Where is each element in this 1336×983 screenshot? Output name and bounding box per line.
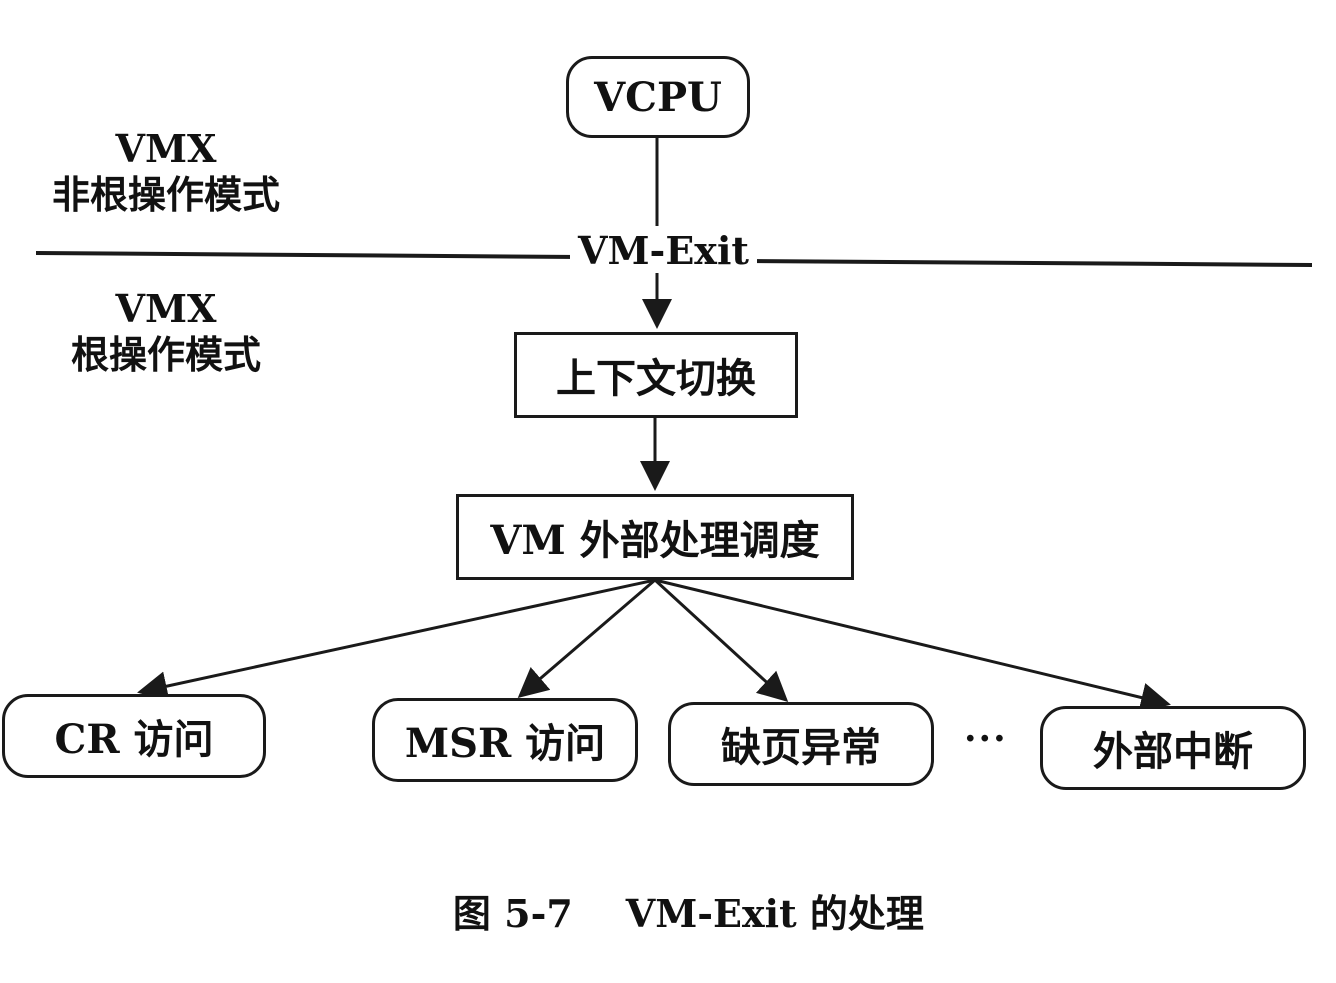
vm-exit-label: VM-Exit	[570, 228, 757, 273]
root-mode-line1: VMX	[115, 286, 217, 331]
msr-access-node-label: MSR 访问	[404, 720, 606, 767]
context-switch-node-label: 上下文切换	[556, 355, 756, 402]
dispatch-node-label: VM 外部处理调度	[490, 517, 820, 564]
mode-divider-left	[35, 251, 581, 259]
vcpu-node: VCPU	[566, 56, 750, 138]
non-root-mode-line1: VMX	[115, 126, 217, 171]
dispatch-node: VM 外部处理调度	[456, 494, 854, 580]
cr-access-node: CR 访问	[2, 694, 266, 778]
dispatch-to-interrupt-arrow	[654, 578, 1171, 713]
root-mode-label: VMX 根操作模式	[52, 286, 280, 378]
context-switch-node: 上下文切换	[514, 332, 798, 418]
dispatch-to-msr-arrow	[517, 578, 656, 698]
cr-access-node-label: CR 访问	[54, 716, 214, 763]
figure-title: VM-Exit 的处理	[625, 891, 924, 936]
diagram: VMX 非根操作模式 VMX 根操作模式 VCPU VM-Exit 上下文切换 …	[2, 56, 1313, 936]
msr-access-node: MSR 访问	[372, 698, 638, 782]
connector-layer	[35, 138, 1313, 713]
figure-number: 图 5-7	[452, 891, 573, 936]
ellipsis-marker: ···	[964, 718, 1008, 760]
page-fault-node: 缺页异常	[668, 702, 934, 786]
external-interrupt-node-label: 外部中断	[1093, 728, 1253, 775]
mode-divider-right	[747, 259, 1313, 267]
non-root-mode-label: VMX 非根操作模式	[36, 126, 296, 218]
vcpu-node-label: VCPU	[594, 73, 722, 121]
dispatch-to-pagefault-arrow	[653, 578, 789, 703]
external-interrupt-node: 外部中断	[1040, 706, 1306, 790]
root-mode-line2: 根操作模式	[70, 332, 261, 377]
page-fault-node-label: 缺页异常	[721, 724, 881, 771]
non-root-mode-line2: 非根操作模式	[51, 172, 280, 217]
dispatch-to-cr-arrow	[137, 578, 656, 701]
figure-caption: 图 5-7 VM-Exit 的处理	[400, 838, 924, 983]
